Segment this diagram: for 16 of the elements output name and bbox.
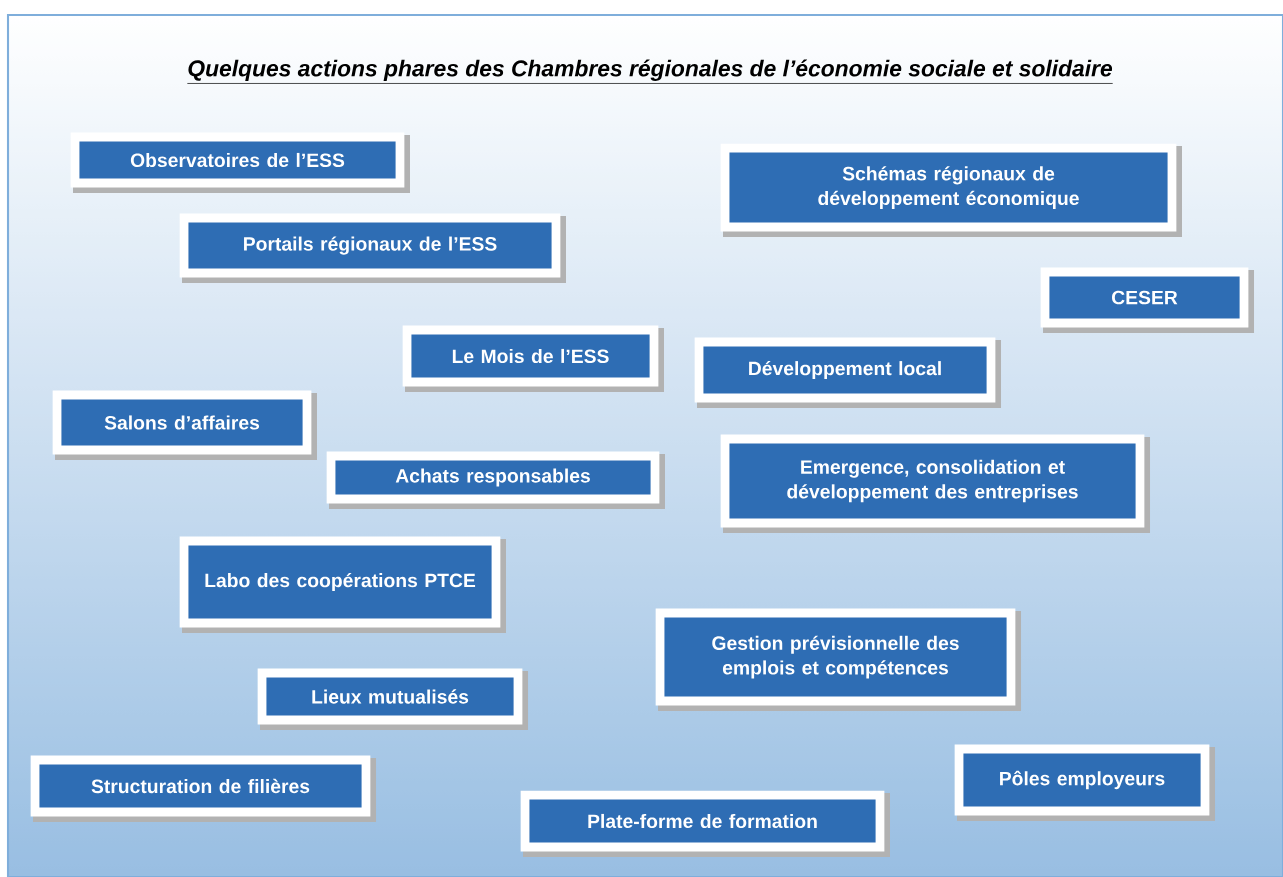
action-box: Développement local bbox=[694, 337, 1001, 408]
action-box: Observatoires de l’ESS bbox=[70, 132, 410, 193]
action-box: Salons d’affaires bbox=[52, 390, 317, 460]
action-box: Pôles employeurs bbox=[954, 744, 1215, 821]
action-box: Portails régionaux de l’ESS bbox=[179, 213, 566, 283]
action-box: Le Mois de l’ESS bbox=[402, 325, 664, 392]
action-box: Emergence, consolidation et développement des entreprises bbox=[720, 434, 1150, 533]
action-box: Schémas régionaux de développement économique bbox=[720, 143, 1182, 237]
action-box: Gestion prévisionnelle des emplois et compétences bbox=[655, 608, 1021, 711]
action-box: Plate-forme de formation bbox=[520, 790, 890, 857]
action-box: Achats responsables bbox=[326, 451, 665, 509]
action-box: CESER bbox=[1040, 267, 1254, 333]
action-box: Lieux mutualisés bbox=[257, 668, 528, 730]
action-box: Structuration de filières bbox=[30, 755, 376, 822]
title: Quelques actions phares des Chambres régionales de l’économie sociale et solidaire bbox=[187, 59, 1114, 84]
action-box: Labo des coopérations PTCE bbox=[179, 536, 506, 633]
